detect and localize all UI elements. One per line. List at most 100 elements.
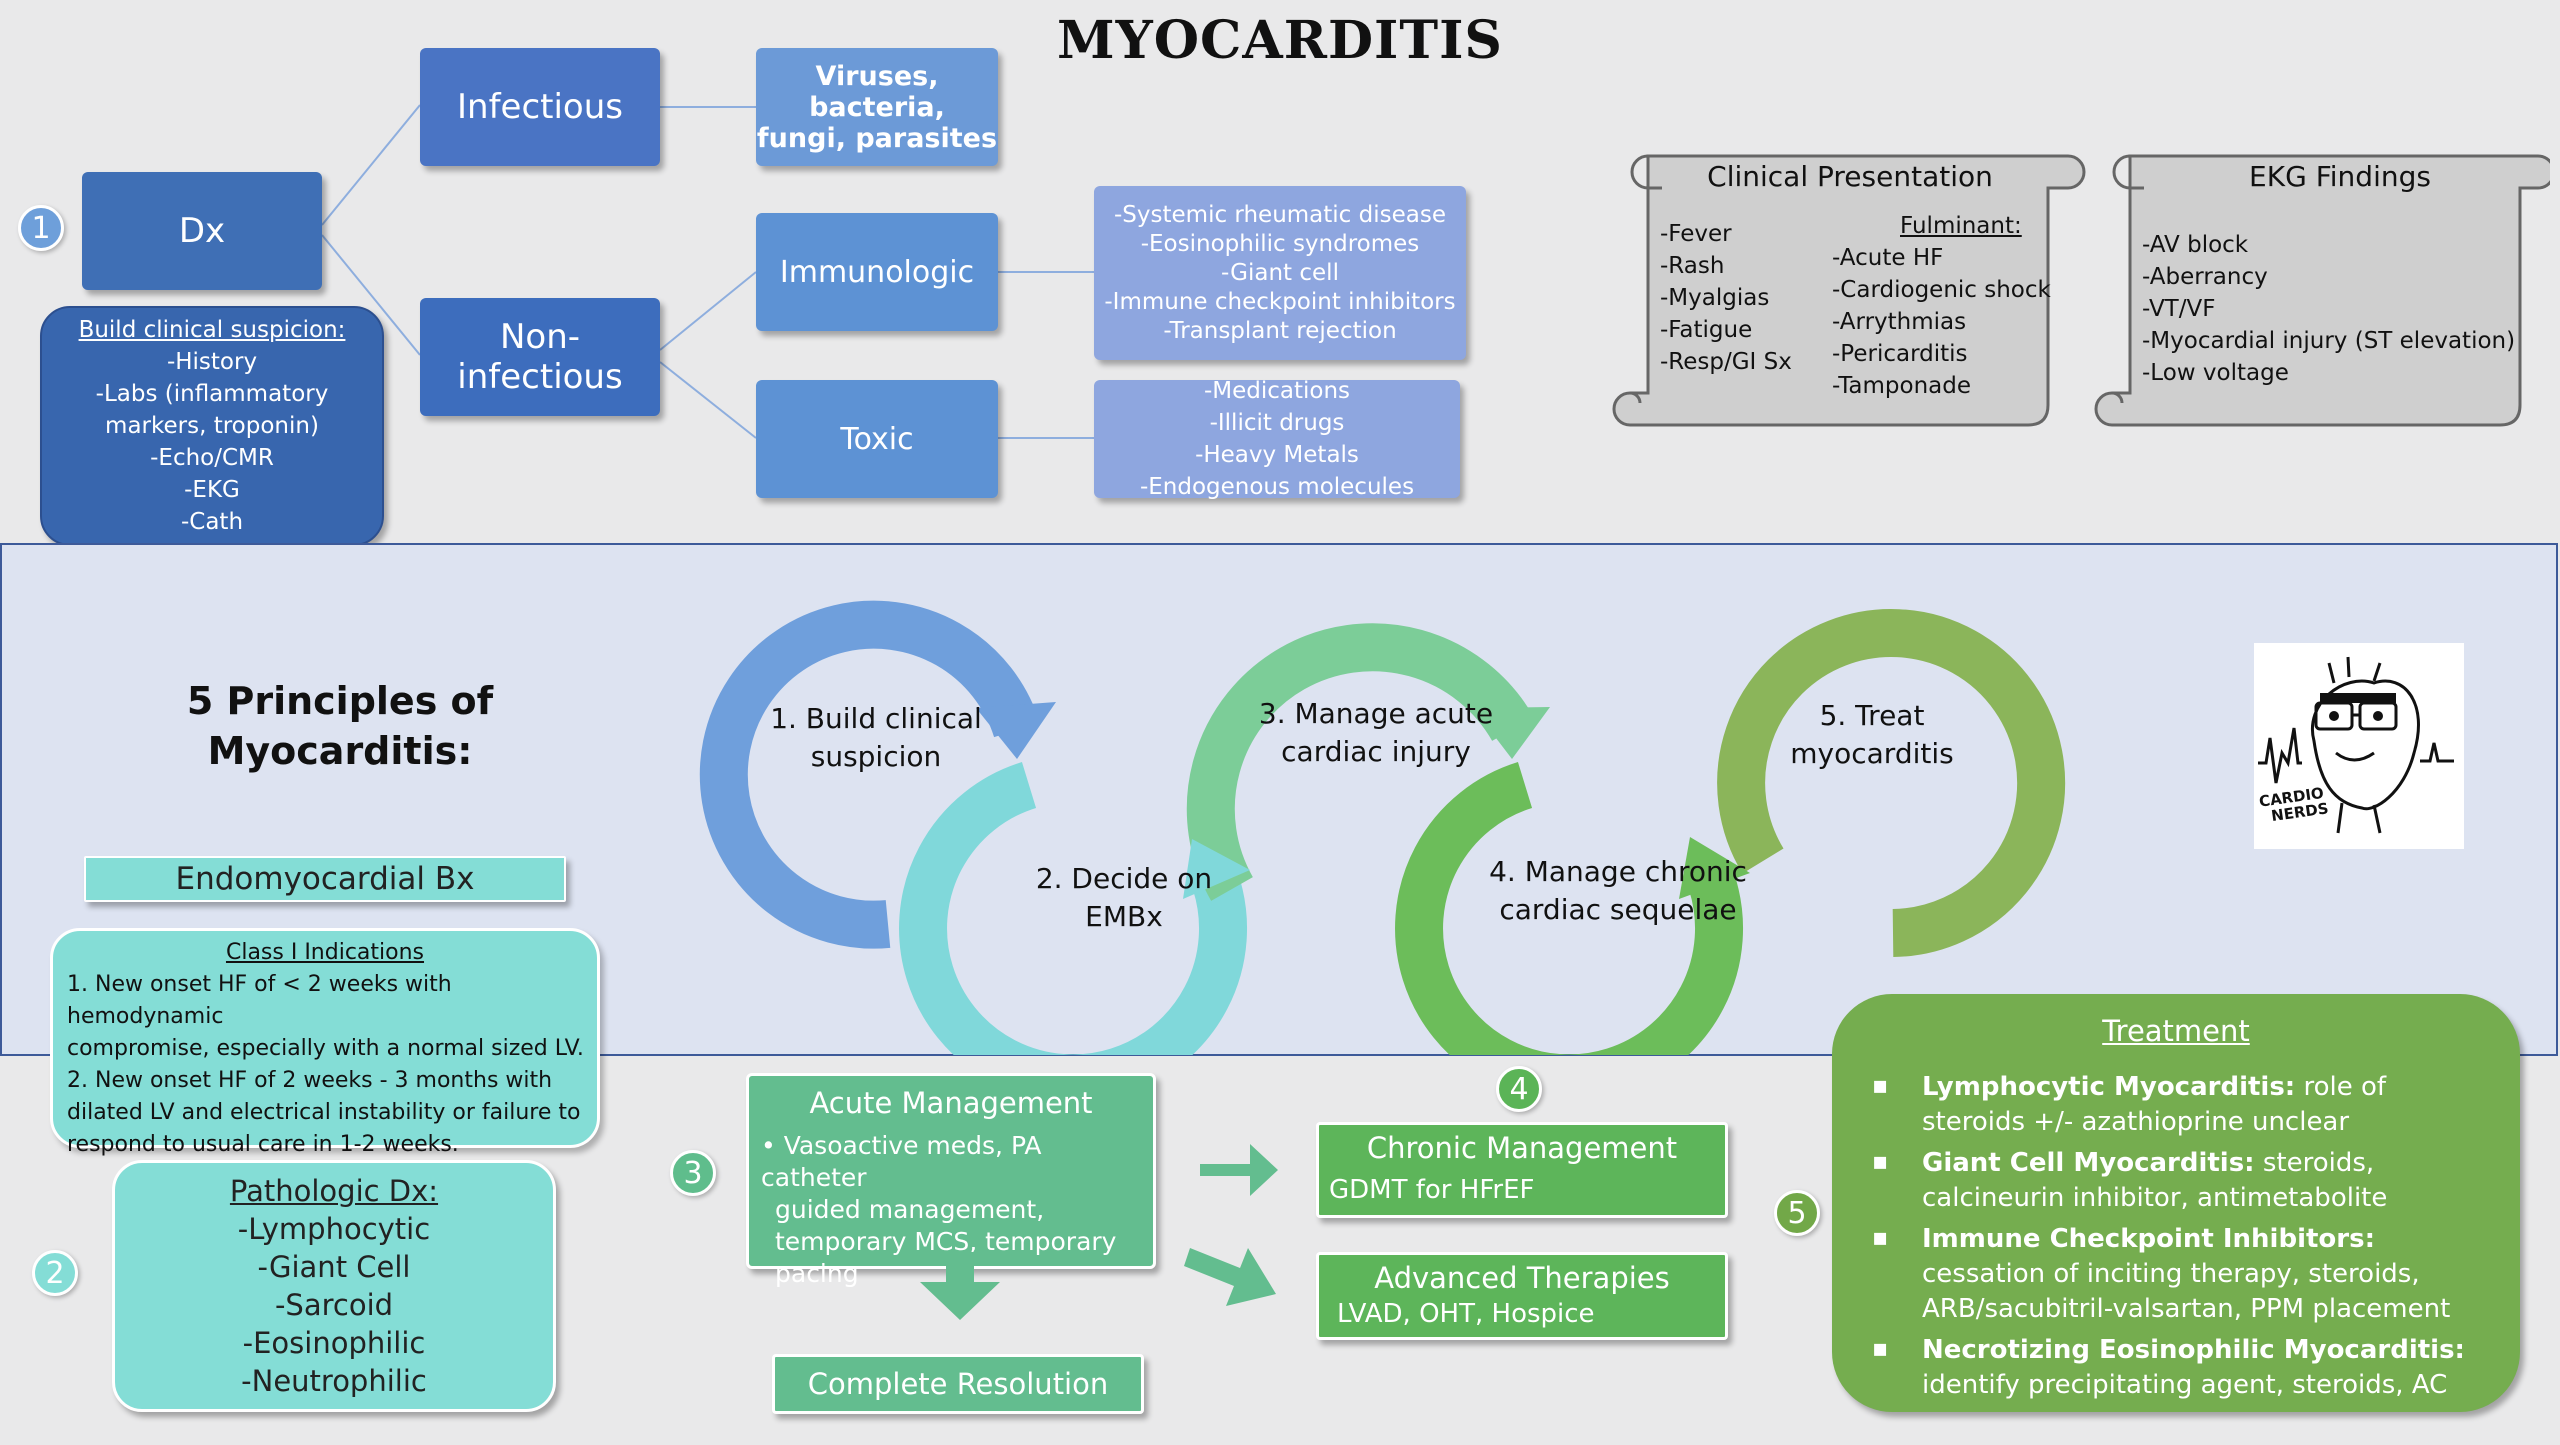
acute-body-line: temporary MCS, temporary — [775, 1227, 1117, 1256]
principle-line: 2. Decide on — [1035, 862, 1213, 895]
treatment-item: Lymphocytic Myocarditis: role of steroid… — [1872, 1068, 2490, 1140]
step-3-number: 3 — [670, 1150, 716, 1196]
treatment-item: Necrotizing Eosinophilic Myocarditis: id… — [1872, 1331, 2490, 1403]
acute-management-title: Acute Management — [809, 1086, 1093, 1120]
cardionerds-logo: CARDIO NERDS — [2254, 643, 2464, 849]
advanced-therapies-title: Advanced Therapies — [1374, 1261, 1670, 1295]
cycle-arrow-5 — [1717, 609, 2066, 957]
page-title: MYOCARDITIS — [1057, 10, 1503, 71]
chronic-management-box: Chronic Management GDMT for HFrEF — [1316, 1122, 1728, 1218]
clinical-suspicion-item: -Cath — [180, 509, 244, 535]
treatment-item-heading: Giant Cell Myocarditis: — [1922, 1148, 2255, 1178]
principle-4-label: 4. Manage chronic cardiac sequelae — [1478, 853, 1758, 929]
treatment-item-heading: Lymphocytic Myocarditis: — [1922, 1072, 2296, 1102]
cycle-arrowhead-3 — [1473, 707, 1550, 759]
principle-2-label: 2. Decide on EMBx — [1004, 860, 1244, 936]
treatment-box: Treatment Lymphocytic Myocarditis: role … — [1832, 994, 2520, 1412]
chronic-management-body: GDMT for HFrEF — [1329, 1175, 1535, 1205]
treatment-item-text: role of steroids +/- azathioprine unclea… — [1922, 1072, 2387, 1137]
toxic-cause: -Medications — [1203, 378, 1351, 404]
fulminant-item: -Arrythmias — [1832, 309, 1967, 335]
fulminant-item: -Pericarditis — [1832, 341, 1968, 367]
clinical-suspicion-item: -Echo/CMR — [150, 445, 274, 471]
fulminant-list: Fulminant: -Acute HF -Cardiogenic shock … — [1832, 210, 2051, 402]
indication-line: compromise, especially with a normal siz… — [67, 1036, 584, 1061]
fulminant-title: Fulminant: — [1900, 213, 2022, 239]
step-2-number: 2 — [32, 1250, 78, 1296]
immunologic-cause: -Immune checkpoint inhibitors — [1104, 288, 1456, 315]
ekg-item: -VT/VF — [2142, 296, 2216, 322]
toxic-box: Toxic — [756, 380, 998, 498]
cardionerds-logo-icon — [2258, 656, 2454, 834]
principle-line: cardiac sequelae — [1499, 893, 1737, 926]
immunologic-causes-box: -Systemic rheumatic disease -Eosinophili… — [1094, 186, 1466, 360]
clinical-suspicion-item: -Labs (inflammatory — [95, 381, 329, 407]
cycle-arrowhead-4 — [1679, 837, 1750, 899]
indication-line: 1. New onset HF of < 2 weeks with hemody… — [67, 972, 452, 1029]
pathologic-dx-title: Pathologic Dx: — [229, 1174, 439, 1208]
immunologic-cause: -Systemic rheumatic disease — [1114, 201, 1446, 228]
ekg-list: -AV block -Aberrancy -VT/VF -Myocardial … — [2142, 229, 2515, 389]
clinical-presentation-list: -Fever -Rash -Myalgias -Fatigue -Resp/GI… — [1660, 218, 1792, 378]
infectious-causes-line: fungi, parasites — [756, 122, 998, 154]
principles-cycle — [699, 600, 2066, 1055]
class-i-indications-title: Class I Indications — [225, 940, 425, 965]
step-4-number: 4 — [1496, 1066, 1542, 1112]
acute-management-box: Acute Management • Vasoactive meds, PA c… — [746, 1073, 1156, 1288]
clinical-suspicion-box: Build clinical suspicion: -History -Labs… — [40, 306, 384, 546]
infectious-causes-line: Viruses, bacteria, — [809, 60, 945, 123]
clinical-presentation-scroll — [1612, 154, 2086, 427]
noninfectious-box: Non-infectious — [420, 298, 660, 416]
scroll-shapes — [1612, 154, 2550, 427]
ekg-scroll — [2094, 154, 2550, 427]
treatment-item-text: identify precipitating agent, steroids, … — [1922, 1370, 2448, 1400]
immunologic-cause: -Transplant rejection — [1163, 317, 1397, 344]
treatment-item: Giant Cell Myocarditis: steroids, calcin… — [1872, 1144, 2490, 1216]
pathologic-dx-item: -Sarcoid — [274, 1288, 394, 1322]
principle-line: myocarditis — [1790, 737, 1954, 770]
principles-heading-line: Myocarditis: — [207, 729, 473, 773]
flow-arrows — [920, 1144, 1278, 1320]
cycle-arrowhead-2 — [1183, 839, 1250, 899]
ekg-item: -Myocardial injury (ST elevation) — [2142, 328, 2516, 354]
pathologic-dx-item: -Giant Cell — [257, 1250, 411, 1284]
presentation-item: -Resp/GI Sx — [1660, 349, 1792, 375]
chronic-management-title: Chronic Management — [1366, 1131, 1678, 1165]
treatment-item-heading: Immune Checkpoint Inhibitors: — [1922, 1224, 2375, 1254]
complete-resolution-box: Complete Resolution — [772, 1354, 1144, 1414]
cycle-arrowhead-1 — [976, 702, 1056, 759]
dx-tree-connectors — [321, 104, 1094, 439]
treatment-title: Treatment — [2102, 1014, 2250, 1048]
cycle-arrow-4 — [1395, 762, 1743, 1055]
advanced-therapies-body: LVAD, OHT, Hospice — [1337, 1299, 1595, 1329]
cycle-arrow-1 — [699, 600, 1040, 949]
ekg-item: -Low voltage — [2142, 360, 2289, 386]
indication-line: 2. New onset HF of 2 weeks - 3 months wi… — [67, 1068, 553, 1093]
pathologic-dx-item: -Neutrophilic — [241, 1364, 427, 1398]
treatment-item-text: cessation of inciting therapy, steroids,… — [1922, 1259, 2451, 1324]
treatment-item-text: steroids, calcineurin inhibitor, antimet… — [1922, 1148, 2388, 1213]
clinical-suspicion-item: -EKG — [184, 477, 240, 503]
presentation-item: -Rash — [1660, 253, 1725, 279]
clinical-suspicion-title: Build clinical suspicion: — [78, 317, 346, 343]
principle-line: 4. Manage chronic — [1489, 855, 1747, 888]
fulminant-item: -Tamponade — [1832, 373, 1972, 399]
infectious-box: Infectious — [420, 48, 660, 166]
clinical-suspicion-item: markers, troponin) — [105, 413, 319, 439]
ekg-item: -AV block — [2142, 232, 2249, 258]
toxic-cause: -Endogenous molecules — [1139, 474, 1415, 500]
treatment-list: Lymphocytic Myocarditis: role of steroid… — [1862, 1068, 2490, 1403]
step-5-number: 5 — [1774, 1190, 1820, 1236]
pathologic-dx-item: -Eosinophilic — [242, 1326, 426, 1360]
pathologic-dx-item: -Lymphocytic — [237, 1212, 431, 1246]
acute-body-line: pacing — [775, 1259, 859, 1288]
presentation-item: -Myalgias — [1660, 285, 1770, 311]
principle-line: 3. Manage acute — [1258, 697, 1494, 730]
cycle-arrow-2 — [899, 762, 1247, 1055]
presentation-item: -Fever — [1660, 221, 1732, 247]
arrow-to-advanced — [1184, 1248, 1276, 1306]
principle-3-label: 3. Manage acute cardiac injury — [1246, 695, 1506, 771]
toxic-cause: -Heavy Metals — [1195, 442, 1359, 468]
treatment-item: Immune Checkpoint Inhibitors: cessation … — [1872, 1220, 2490, 1327]
principle-5-label: 5. Treat myocarditis — [1752, 697, 1992, 773]
